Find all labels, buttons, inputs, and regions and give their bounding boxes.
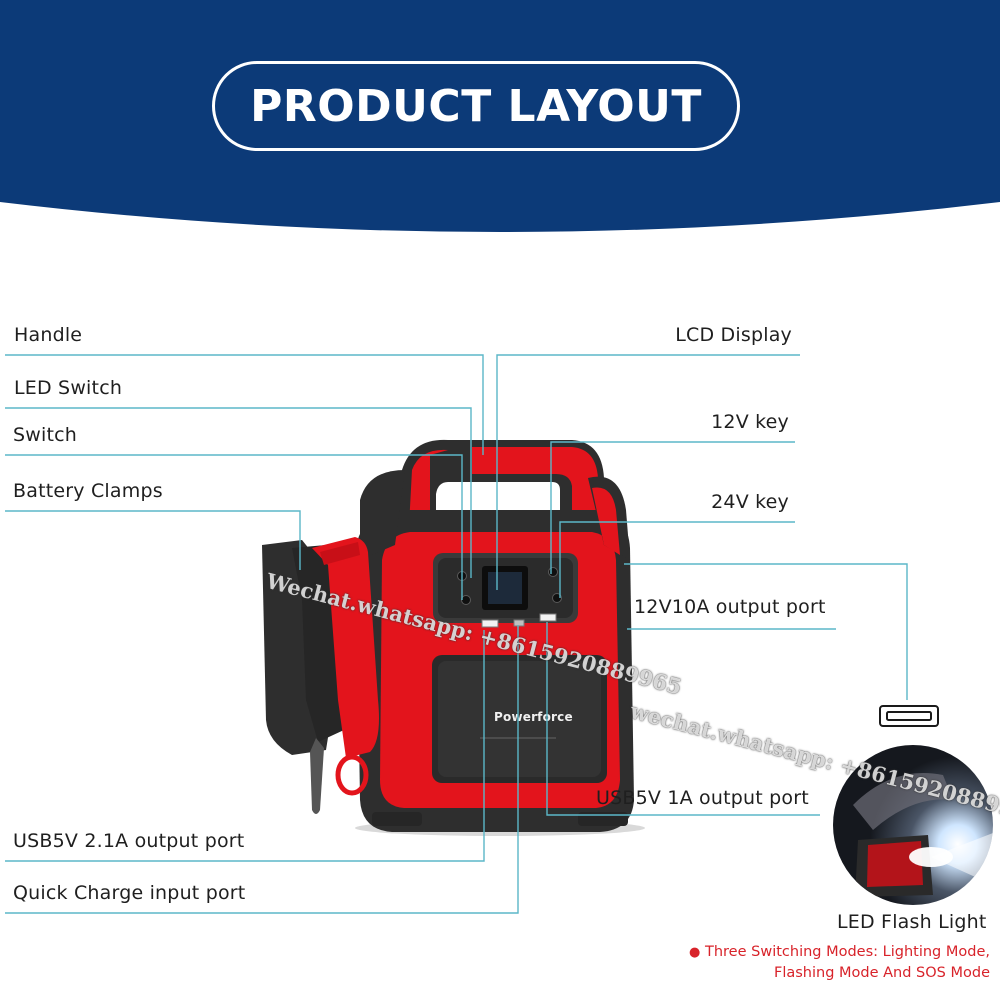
label-usb-21a-port: USB5V 2.1A output port — [13, 830, 245, 852]
note-line-1: Three Switching Modes: Lighting Mode, — [704, 944, 990, 960]
device-body — [356, 470, 634, 832]
leader-flash-light — [624, 563, 908, 700]
leader-24v-key — [559, 521, 795, 598]
leader-led-switch — [5, 407, 472, 578]
flash-modes-note: ● Three Switching Modes: Lighting Mode, … — [689, 942, 990, 984]
note-line-2: Flashing Mode And SOS Mode — [773, 965, 990, 981]
page-title: PRODUCT LAYOUT — [212, 61, 740, 151]
label-quick-charge-port: Quick Charge input port — [13, 882, 246, 904]
leader-usb-21a — [5, 630, 485, 862]
led-flash-light-photo — [833, 745, 993, 905]
label-led-flash-light: LED Flash Light — [837, 911, 987, 933]
bullet-icon: ● — [689, 945, 701, 960]
header-banner — [0, 0, 1000, 232]
label-handle: Handle — [14, 324, 83, 346]
label-battery-clamps: Battery Clamps — [13, 480, 163, 502]
leader-handle — [5, 354, 484, 455]
leader-battery-clamps — [5, 510, 301, 570]
label-lcd-display: LCD Display — [675, 324, 792, 346]
label-switch: Switch — [13, 424, 78, 446]
label-12v-key: 12V key — [711, 411, 789, 433]
label-12v10a-port: 12V10A output port — [634, 596, 826, 618]
leader-switch — [5, 454, 463, 600]
leader-lcd-display — [496, 354, 800, 590]
leader-quick-charge — [5, 625, 519, 914]
label-24v-key: 24V key — [711, 491, 789, 513]
label-usb-1a-port: USB5V 1A output port — [596, 787, 809, 809]
battery-clamps — [262, 537, 379, 814]
port-icon — [879, 705, 939, 727]
brand-label: Powerforce — [494, 710, 573, 724]
leader-12v-key — [550, 441, 795, 574]
leader-usb-1a — [546, 622, 820, 816]
label-led-switch: LED Switch — [14, 377, 123, 399]
